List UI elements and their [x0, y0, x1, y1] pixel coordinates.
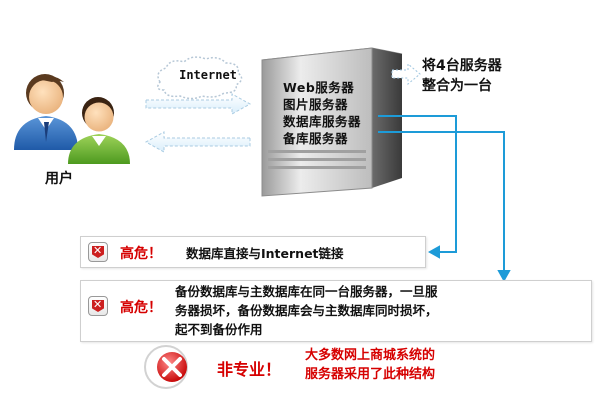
- arrow-from-server: [144, 131, 251, 153]
- warning-text: 数据库直接与Internet链接: [186, 246, 344, 261]
- shield-x-icon: [88, 242, 108, 262]
- warning-text-line: 备份数据库与主数据库在同一台服务器，一旦服: [175, 284, 438, 299]
- users-icon: [14, 74, 130, 164]
- warning-text: 备份数据库与主数据库在同一台服务器，一旦服 务器损坏，备份数据库会与主数据库同时…: [175, 282, 438, 339]
- summary-line-2: 服务器采用了此种结构: [305, 367, 436, 382]
- summary-note: 大多数网上商城系统的 服务器采用了此种结构: [305, 346, 435, 384]
- shield-x-icon: [88, 296, 108, 316]
- internet-label: Internet: [179, 68, 237, 82]
- error-x-icon: [144, 345, 188, 389]
- summary-line-1: 大多数网上商城系统的: [305, 348, 436, 363]
- internet-cloud: [157, 56, 243, 100]
- server-role-backup: 备库服务器: [283, 131, 349, 146]
- warning-text-line: 务器损坏，备份数据库会与主数据库同时损坏，: [175, 303, 438, 318]
- arrow-to-server: [145, 93, 252, 115]
- warning-box-backup-same-server: [80, 280, 592, 342]
- server-role-web: Web服务器: [283, 80, 355, 95]
- warning-label: 高危！: [120, 246, 162, 262]
- callout-line-1: 将4台服务器: [422, 58, 502, 74]
- callout-line-2: 整合为一台: [422, 78, 492, 94]
- consolidate-callout: 将4台服务器 整合为一台: [422, 56, 502, 96]
- backup-connector-line: [378, 131, 511, 283]
- unprofessional-label: 非专业！: [217, 360, 282, 379]
- server-tower-icon: [261, 47, 403, 197]
- server-role-database: 数据库服务器: [283, 114, 362, 129]
- warning-text-line: 起不到备份作用: [175, 322, 263, 337]
- warning-box-db-exposed: [80, 236, 426, 268]
- warning-label: 高危！: [120, 300, 162, 316]
- server-role-image: 图片服务器: [283, 97, 349, 112]
- consolidate-arrow: [391, 62, 421, 86]
- db-connector-line: [378, 115, 457, 259]
- user-label: 用户: [45, 171, 73, 187]
